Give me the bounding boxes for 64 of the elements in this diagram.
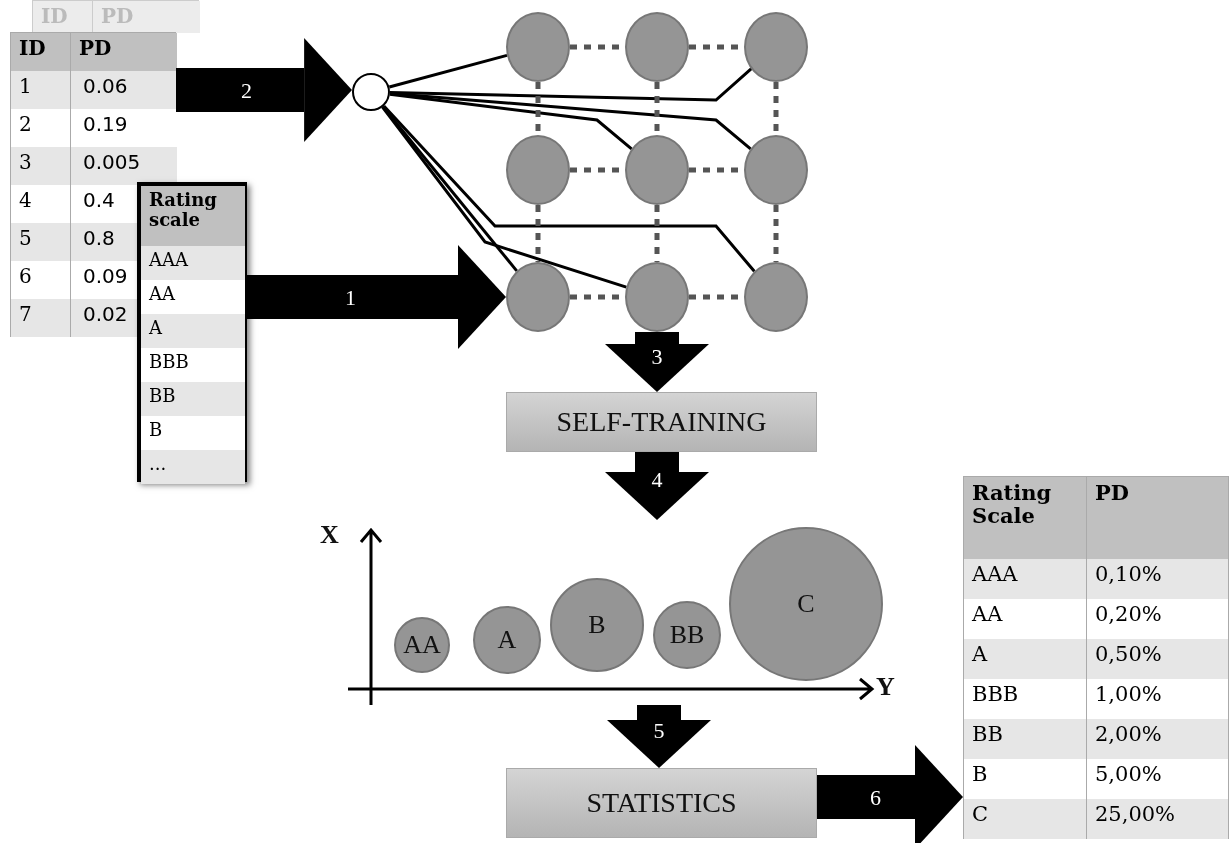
column-header: PD <box>71 33 177 71</box>
table-cell: ... <box>141 450 245 484</box>
connection-line <box>382 104 756 273</box>
box-label: SELF-TRAINING <box>556 406 767 438</box>
connection-line <box>388 53 508 89</box>
bubble <box>394 617 450 673</box>
data-table <box>32 0 199 32</box>
table-cell: 5 <box>11 223 71 261</box>
column-header: ID <box>11 33 71 71</box>
dotted-line <box>535 205 541 262</box>
table-cell: BB <box>141 382 245 416</box>
table-cell: BBB <box>141 348 245 382</box>
block-arrow <box>176 38 353 142</box>
step-number: 2 <box>240 78 252 103</box>
table-cell: AAA <box>964 559 1087 599</box>
dotted-line <box>773 205 779 262</box>
block-arrow <box>247 245 506 349</box>
data-table <box>137 182 247 482</box>
table-cell: 1 <box>11 71 71 109</box>
connection-line <box>389 92 752 150</box>
bubble-label: A <box>497 625 517 655</box>
input-neuron <box>352 73 390 111</box>
table-cell: 0,10% <box>1087 559 1228 599</box>
table-cell: 0.06 <box>71 71 177 109</box>
block-arrow <box>817 745 963 843</box>
table-cell: C <box>964 799 1087 839</box>
column-header: Rating Scale <box>964 477 1087 559</box>
bubble-label: BB <box>669 620 705 650</box>
column-header: Rating scale <box>141 186 245 246</box>
block-arrow <box>605 452 709 520</box>
table-cell: AAA <box>141 246 245 280</box>
table-cell: A <box>964 639 1087 679</box>
table-cell: 0.005 <box>71 147 177 185</box>
table-cell: AA <box>141 280 245 314</box>
box-label: STATISTICS <box>586 787 737 819</box>
neuron-circle <box>506 262 570 332</box>
table-cell: B <box>141 416 245 450</box>
step-number: 5 <box>653 718 665 744</box>
table-cell: A <box>141 314 245 348</box>
axis-label: X <box>320 520 339 550</box>
column-header: PD <box>1087 477 1228 559</box>
step-number: 6 <box>869 785 881 810</box>
bubble-label: B <box>588 610 606 640</box>
table-cell: 0,50% <box>1087 639 1228 679</box>
table-cell: BB <box>964 719 1087 759</box>
table-cell: 25,00% <box>1087 799 1228 839</box>
connection-line <box>389 67 753 102</box>
table-cell: 2,00% <box>1087 719 1228 759</box>
data-table <box>963 476 1229 839</box>
axis-label: Y <box>876 672 895 702</box>
process-box <box>506 768 817 838</box>
connection-line <box>381 106 627 289</box>
bubble-label: C <box>797 589 815 619</box>
dotted-line <box>654 205 660 262</box>
step-number: 1 <box>345 285 357 310</box>
process-box <box>506 392 817 452</box>
block-arrow <box>607 705 711 768</box>
connection-line <box>389 92 633 150</box>
block-arrow <box>605 332 709 392</box>
table-cell: 3 <box>11 147 71 185</box>
bubble-label: AA <box>403 630 441 660</box>
step-number: 3 <box>651 344 663 369</box>
table-cell: 7 <box>11 299 71 337</box>
step-number: 4 <box>651 467 663 493</box>
